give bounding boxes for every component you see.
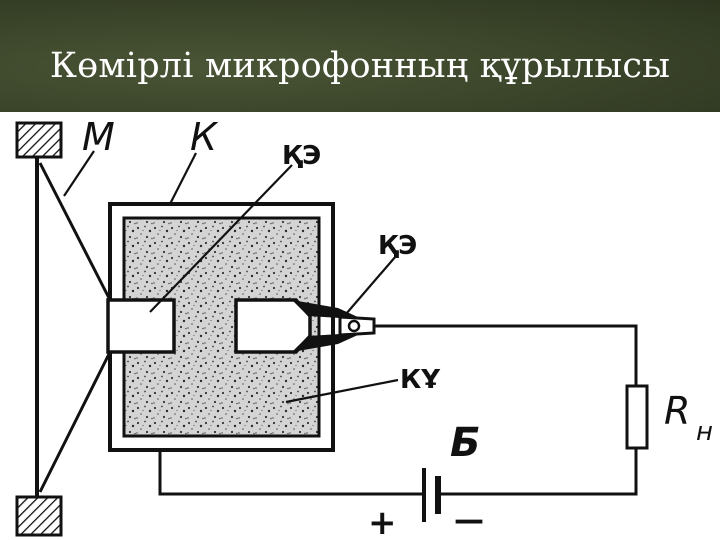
wire-case-to-battery: [158, 450, 424, 496]
label-resistor: R: [664, 389, 690, 433]
label-carbon-powder: КҰ: [400, 365, 441, 395]
label-battery: Б: [450, 420, 481, 466]
label-electrode-2: ҚЭ: [378, 231, 417, 261]
leader-case: [169, 152, 197, 205]
wire-from-resistor: [438, 448, 638, 496]
label-minus: —: [454, 503, 484, 538]
label-plus: +: [368, 503, 397, 540]
leader-powder: [285, 378, 399, 404]
carbon-microphone-diagram: М К ҚЭ ҚЭ КҰ Б R н + —: [15, 115, 713, 540]
label-resistor-subscript: н: [696, 417, 713, 447]
top-mount: [15, 121, 63, 159]
rear-electrode: [234, 298, 312, 354]
wire-to-resistor: [374, 324, 638, 386]
membrane-tension-upper: [38, 162, 112, 301]
leader-electrode-1: [149, 164, 293, 313]
electrode-clamp-top: [292, 300, 360, 318]
label-membrane: М: [82, 115, 115, 159]
load-resistor: [625, 384, 649, 450]
membrane-tension-lower: [38, 351, 112, 493]
electrode-clamp-bottom: [292, 334, 360, 352]
leader-electrode-2: [345, 255, 397, 315]
front-electrode: [106, 298, 176, 354]
leader-membrane: [63, 150, 95, 197]
label-electrode-1: ҚЭ: [282, 141, 321, 171]
bottom-mount: [15, 495, 63, 537]
terminal-screw: [347, 319, 361, 333]
title-bar: Көмірлі микрофонның құрылысы: [0, 0, 720, 112]
label-case: К: [190, 115, 219, 159]
slide-title: Көмірлі микрофонның құрылысы: [49, 46, 671, 86]
